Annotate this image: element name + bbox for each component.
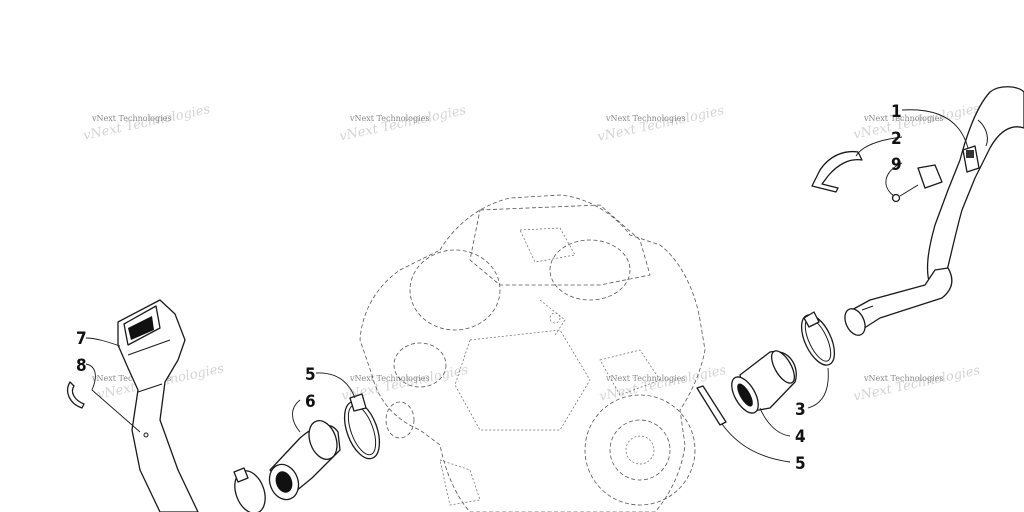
engine-cylinder-left (409, 249, 501, 331)
duct-clip-mark (861, 305, 874, 311)
duct-inlet-opening (128, 316, 154, 340)
grommet-plate (917, 164, 943, 189)
left-clamp-screw (349, 393, 367, 412)
part-9-bracket-grommet[interactable] (891, 145, 980, 203)
watermark-text-8: vNext Technologies (863, 374, 943, 383)
part-hose-clamp-lower[interactable] (229, 467, 270, 512)
watermark-ghost-2: vNext Technologies (338, 103, 468, 145)
watermark-text-5: vNext Technologies (91, 374, 171, 383)
watermark-ghost-3: vNext Technologies (596, 103, 726, 145)
part-2-retaining-clip[interactable] (811, 150, 863, 193)
part-6-intake-boot[interactable] (265, 417, 342, 504)
engine-top-cover (469, 204, 651, 286)
left-boot-bore (275, 471, 293, 493)
part-1-outlet-duct[interactable] (841, 86, 1024, 339)
lower-clamp-screw (233, 467, 249, 483)
callout-6: 6 (305, 392, 316, 412)
watermark-text-2: vNext Technologies (349, 114, 429, 123)
leader-1 (901, 109, 969, 149)
boot-bore (737, 383, 753, 407)
callout-9: 9 (891, 155, 902, 175)
callout-5-left: 5 (305, 365, 316, 385)
watermark-text-3: vNext Technologies (605, 114, 685, 123)
engine-outline (359, 194, 706, 512)
watermark-text-4: vNext Technologies (863, 114, 943, 123)
leader-lines (85, 109, 969, 463)
left-boot-top-ring (308, 420, 338, 460)
duct-rib-2 (137, 383, 163, 393)
leader-9 (885, 162, 903, 197)
engine-port-lower (385, 401, 415, 439)
watermark-4: vNext Technologies vNext Technologies (852, 101, 982, 143)
engine-port-left (393, 342, 447, 388)
part-3-hose-clamp[interactable] (795, 310, 841, 370)
watermark-text-1: vNext Technologies (91, 114, 171, 123)
engine-block (359, 194, 706, 512)
engine-flywheel-hub (609, 419, 671, 481)
engine-flywheel (584, 394, 696, 506)
engine-valve-cover (519, 227, 576, 263)
callout-3: 3 (795, 400, 806, 420)
leader-8 (85, 363, 141, 433)
screw-head (891, 193, 901, 203)
snap-ring-body (67, 381, 85, 409)
engine-side-cover (599, 349, 661, 396)
gasket-strip (696, 385, 727, 426)
duct-rib-1 (127, 339, 171, 356)
callout-1: 1 (891, 102, 902, 122)
clamp-band (800, 314, 836, 366)
leader-2 (855, 136, 903, 157)
duct-mount-hole (966, 150, 974, 158)
watermark-8: vNext Technologies vNext Technologies (852, 363, 982, 405)
callout-4: 4 (795, 427, 806, 447)
callout-2: 2 (891, 129, 902, 149)
watermark-text-6: vNext Technologies (349, 374, 429, 383)
watermark-2: vNext Technologies vNext Technologies (338, 103, 468, 145)
engine-plug (549, 312, 561, 324)
part-7-intake-duct[interactable] (117, 299, 199, 512)
watermark-text-7: vNext Technologies (605, 374, 685, 383)
leader-5-right (721, 423, 791, 463)
duct-main-body (117, 299, 199, 512)
duct-outlet-ring (844, 308, 866, 336)
part-5-gasket-right[interactable] (696, 385, 727, 426)
watermark-3: vNext Technologies vNext Technologies (596, 103, 726, 145)
screw-shank (899, 184, 919, 197)
leader-4 (759, 407, 791, 437)
callout-5-right: 5 (795, 454, 806, 474)
callout-labels: 1 2 9 7 8 5 6 3 4 5 (76, 102, 902, 474)
engine-cylinder-right (549, 239, 631, 301)
part-4-intake-boot[interactable] (726, 347, 799, 417)
engine-mount (439, 459, 481, 506)
boot-top-ring (770, 350, 796, 384)
duct-fold-line (977, 119, 988, 147)
leader-3 (807, 367, 829, 409)
leader-7 (85, 337, 121, 347)
leader-5-left (315, 372, 356, 399)
callout-7: 7 (76, 329, 87, 349)
watermark-ghost-8: vNext Technologies (852, 363, 982, 405)
callout-8: 8 (76, 356, 87, 376)
part-8-snap-ring[interactable] (67, 381, 85, 409)
engine-flywheel-center (625, 435, 655, 465)
engine-sensor (539, 299, 566, 336)
watermark-1: vNext Technologies vNext Technologies (82, 102, 212, 144)
part-5-hose-clamp-left[interactable] (338, 393, 387, 463)
clamp-screw-housing (803, 311, 820, 328)
leader-6 (292, 399, 301, 433)
duct-rivet (143, 432, 149, 438)
engine-crankcase (454, 329, 591, 431)
clip-body (811, 150, 863, 193)
